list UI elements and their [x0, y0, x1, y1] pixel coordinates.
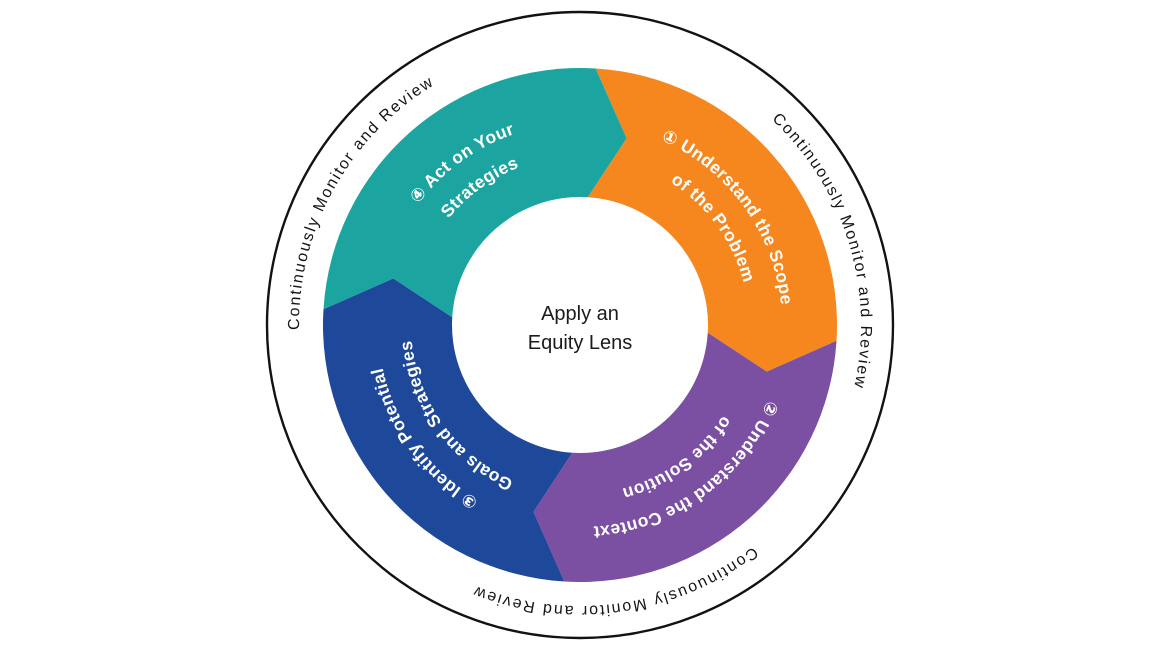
segment-identify-potential-goals-and-strategies: [323, 278, 573, 582]
segment-act-on-your-strategies: [323, 68, 627, 318]
center-label: Apply an Equity Lens: [528, 303, 633, 354]
process-segments: [323, 68, 837, 582]
segment-understand-context-of-solution: [533, 332, 837, 582]
outer-boundary-circle: [265, 10, 895, 640]
center-label-line1: Apply an: [541, 303, 619, 325]
center-label-line2: Equity Lens: [528, 332, 633, 354]
segment-understand-scope-of-problem: [587, 68, 837, 372]
